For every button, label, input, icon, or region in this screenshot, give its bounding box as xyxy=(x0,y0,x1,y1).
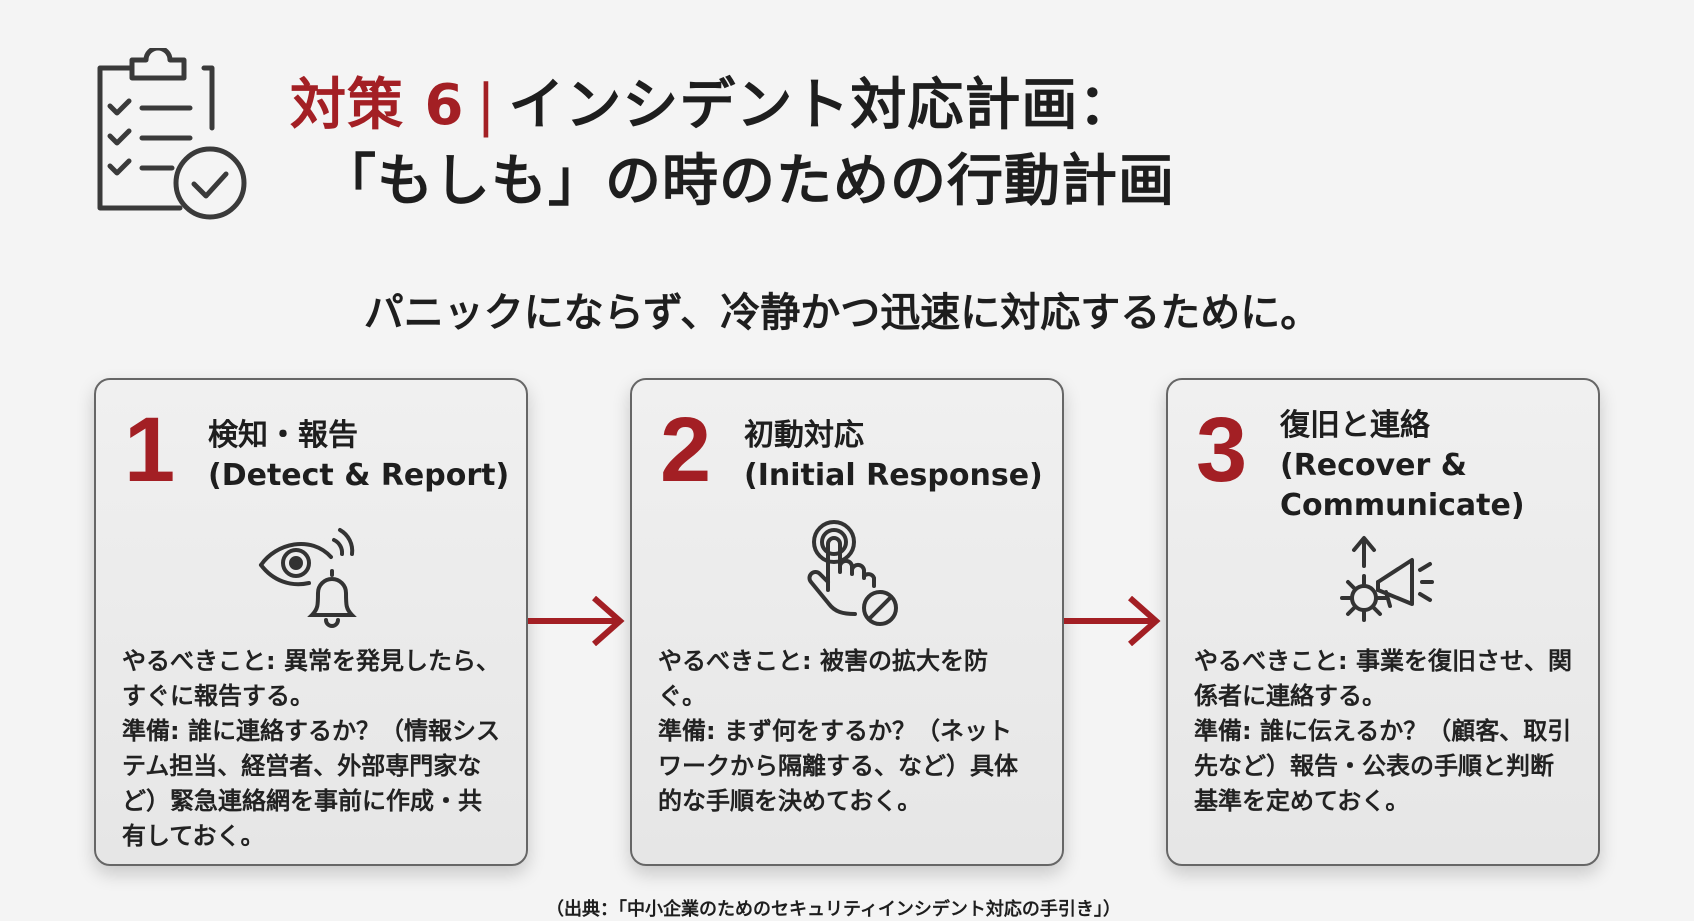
step-number: 2 xyxy=(660,399,712,501)
desc-line: 係者に連絡する。 xyxy=(1194,682,1386,710)
step-title-en: (Detect & Report) xyxy=(208,458,510,493)
step-heading: 初動対応 (Initial Response) xyxy=(744,416,1043,496)
desc-line: 基準を定めておく。 xyxy=(1194,787,1410,815)
step-description: やるべきこと: 被害の拡大を防ぐ。準備: まず何をするか？（ネットワークから隔離… xyxy=(658,644,1048,819)
desc-line: 準備: 誰に連絡するか？（情報シス xyxy=(122,717,500,745)
step-title: 復旧と連絡 xyxy=(1280,408,1430,443)
title-line1: インシデント対応計画： xyxy=(508,73,1136,138)
measure-label: 対策 6 xyxy=(290,73,465,138)
step-description: やるべきこと: 異常を発見したら、すぐに報告する。準備: 誰に連絡するか？（情報… xyxy=(122,644,512,854)
eye-bell-icon xyxy=(259,528,357,628)
arrow-right-icon xyxy=(1064,596,1161,646)
page-title: 対策 6|インシデント対応計画： 「もしも」の時のための行動計画 xyxy=(290,68,1175,220)
desc-line: 有しておく。 xyxy=(122,822,265,850)
desc-line: 先など）報告・公表の手順と判断 xyxy=(1194,752,1554,780)
subtitle: パニックにならず、冷静かつ迅速に対応するために。 xyxy=(363,290,1321,336)
step-card-1: 1 検知・報告 (Detect & Report) やるべきこと: 異常を発見した… xyxy=(94,378,528,866)
source-footer: （出典：「中小企業のためのセキュリティインシデント対応の手引き」） xyxy=(546,899,1121,920)
step-title: 検知・報告 xyxy=(208,418,358,453)
desc-line: 的な手順を決めておく。 xyxy=(658,787,922,815)
step-description: やるべきこと: 事業を復旧させ、関係者に連絡する。準備: 誰に伝えるか？（顧客、… xyxy=(1194,644,1584,819)
step-card-3: 3 復旧と連絡 (Recover & Communicate) やるべきこと: 事業… xyxy=(1166,378,1600,866)
desc-line: テム担当、経営者、外部専門家な xyxy=(122,752,482,780)
desc-line: ワークから隔離する、など）具体 xyxy=(658,752,1018,780)
step-title-en: (Initial Response) xyxy=(744,458,1043,493)
step-number: 3 xyxy=(1196,399,1248,501)
step-title-en: (Recover & xyxy=(1280,448,1467,483)
desc-line: すぐに報告する。 xyxy=(122,682,314,710)
clipboard-check-icon xyxy=(97,48,247,220)
step-number: 1 xyxy=(124,399,176,501)
arrow-right-icon xyxy=(528,596,625,646)
step-heading: 復旧と連絡 (Recover & Communicate) xyxy=(1280,406,1525,526)
desc-line: ど）緊急連絡網を事前に作成・共 xyxy=(122,787,482,815)
desc-line: 準備: 誰に伝えるか？（顧客、取引 xyxy=(1194,717,1572,745)
desc-line: ぐ。 xyxy=(658,682,706,710)
gear-megaphone-icon xyxy=(1340,536,1434,622)
title-separator: | xyxy=(476,73,497,138)
title-line2: 「もしも」の時のための行動計画 xyxy=(320,149,1175,214)
desc-line: やるべきこと: 被害の拡大を防 xyxy=(658,647,988,675)
step-heading: 検知・報告 (Detect & Report) xyxy=(208,416,509,496)
desc-line: 準備: まず何をするか？（ネット xyxy=(658,717,1012,745)
desc-line: やるべきこと: 異常を発見したら、 xyxy=(122,647,500,675)
step-card-2: 2 初動対応 (Initial Response) やるべきこと: 被害の拡大を防… xyxy=(630,378,1064,866)
step-title: 初動対応 xyxy=(744,418,864,453)
step-title-en: Communicate) xyxy=(1280,488,1525,523)
desc-line: やるべきこと: 事業を復旧させ、関 xyxy=(1194,647,1572,675)
hand-tap-block-icon xyxy=(807,520,898,626)
